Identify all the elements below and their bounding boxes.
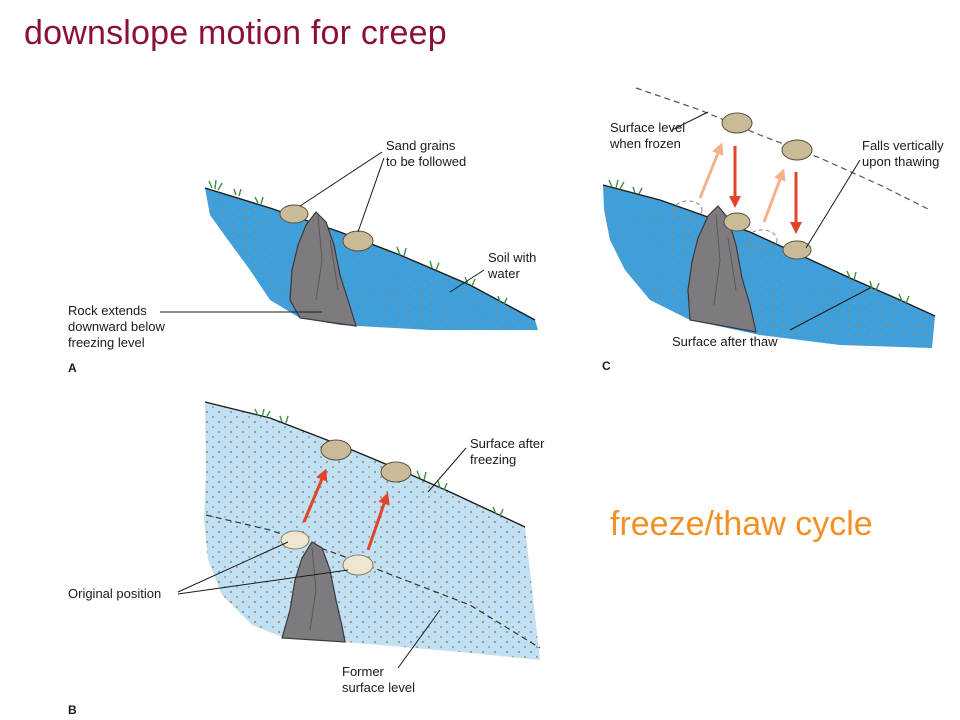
panel-a-letter: A xyxy=(68,361,77,375)
panel-c-rock xyxy=(687,205,757,333)
label-original-position: Original position xyxy=(68,586,161,601)
panel-c-grain-raised-2 xyxy=(781,139,813,161)
panel-b-arrow-up-1 xyxy=(302,468,328,523)
panel-b-grain-original-2 xyxy=(342,554,374,576)
label-falls-vertically: Falls vertically upon thawing xyxy=(862,138,947,169)
panel-b-grain-lifted-1 xyxy=(320,439,352,461)
panel-a-rock xyxy=(289,211,357,327)
label-surface-after-freezing: Surface after freezing xyxy=(470,436,548,467)
panel-c-arrow-up-1 xyxy=(698,142,724,199)
panel-c-letter: C xyxy=(602,359,611,373)
panel-a: Sand grains to be followed Soil with wat… xyxy=(68,138,540,375)
panel-b-former-surface-line xyxy=(205,514,541,649)
panel-b: Surface after freezing Original position… xyxy=(68,401,548,717)
panel-b-grain-lifted-2 xyxy=(380,461,412,483)
freeze-thaw-subtitle: freeze/thaw cycle xyxy=(610,505,873,543)
panel-b-arrow-up-2 xyxy=(366,492,390,551)
panel-a-grain-1 xyxy=(279,204,309,224)
panel-a-grain-2 xyxy=(342,230,374,252)
panel-b-letter: B xyxy=(68,703,77,717)
panel-c-arrow-up-2 xyxy=(762,168,786,223)
label-sand-grains: Sand grains to be followed xyxy=(386,138,466,169)
panel-b-rock xyxy=(281,541,346,643)
label-surface-after-thaw: Surface after thaw xyxy=(672,334,778,349)
panel-c: Surface level when frozen Falls vertical… xyxy=(602,87,947,373)
label-soil-with-water: Soil with water xyxy=(487,250,540,281)
panel-c-grain-fallen-1 xyxy=(723,212,751,232)
label-surface-level-frozen: Surface level when frozen xyxy=(609,120,689,151)
slide-title: downslope motion for creep xyxy=(24,14,447,52)
panel-c-grain-raised-1 xyxy=(721,112,753,134)
panel-c-grain-fallen-2 xyxy=(782,240,812,260)
panel-b-grain-original-1 xyxy=(280,530,310,550)
label-former-surface-level: Former surface level xyxy=(342,664,415,695)
label-rock-extends: Rock extends downward below freezing lev… xyxy=(68,303,168,350)
